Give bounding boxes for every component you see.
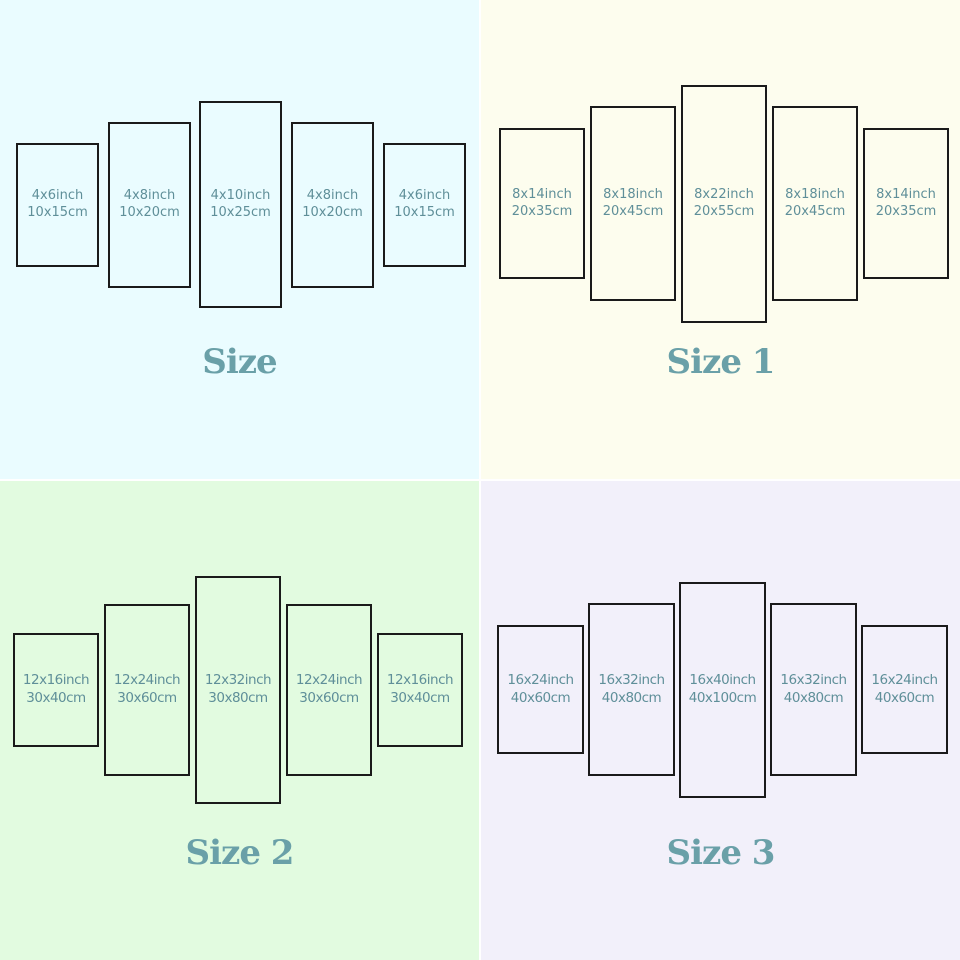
size-title: Size 3 xyxy=(666,833,776,873)
size-title: Size 2 xyxy=(185,833,295,873)
canvas-panel: 12x24inch 30x60cm xyxy=(286,604,372,776)
canvas-panel: 8x14inch 20x35cm xyxy=(863,128,949,279)
panel-size-inch: 12x16inch xyxy=(386,672,454,689)
size-title: Size xyxy=(202,342,277,382)
panel-size-cm: 10x15cm xyxy=(27,205,88,220)
panel-size-cm: 10x20cm xyxy=(119,205,180,220)
canvas-panel: 4x6inch 10x15cm xyxy=(16,143,99,267)
canvas-panel: 8x14inch 20x35cm xyxy=(499,128,585,279)
canvas-panel: 16x32inch 40x80cm xyxy=(770,603,857,776)
canvas-panel: 12x16inch 30x40cm xyxy=(377,633,463,747)
panel-size-cm: 40x60cm xyxy=(874,689,935,706)
panel-size-cm: 20x45cm xyxy=(602,203,664,219)
panel-size-inch: 16x40inch xyxy=(689,672,756,689)
canvas-panel: 12x24inch 30x60cm xyxy=(104,604,190,776)
canvas-panel: 4x6inch 10x15cm xyxy=(383,143,466,267)
canvas-panel: 8x18inch 20x45cm xyxy=(590,106,676,301)
size-option-quadrant: 4x6inch 10x15cm 4x8inch 10x20cm 4x10inch… xyxy=(0,0,479,479)
panel-size-inch: 16x24inch xyxy=(507,671,574,688)
panel-size-cm: 20x45cm xyxy=(784,203,846,219)
panel-size-inch: 4x8inch xyxy=(123,188,176,204)
panel-size-cm: 40x60cm xyxy=(510,689,571,706)
panel-size-inch: 12x16inch xyxy=(22,672,90,689)
size-title: Size 1 xyxy=(666,342,776,382)
panel-size-inch: 12x32inch xyxy=(204,672,272,689)
canvas-panel: 16x24inch 40x60cm xyxy=(497,625,584,754)
canvas-panel: 4x10inch 10x25cm xyxy=(199,101,282,308)
canvas-panel: 8x22inch 20x55cm xyxy=(681,85,767,323)
size-option-quadrant: 12x16inch 30x40cm 12x24inch 30x60cm 12x3… xyxy=(0,481,479,960)
panel-size-inch: 16x32inch xyxy=(598,671,665,688)
panel-size-cm: 30x60cm xyxy=(117,690,177,706)
panel-size-inch: 4x6inch xyxy=(31,188,84,204)
canvas-panel: 12x16inch 30x40cm xyxy=(13,633,99,747)
canvas-panel: 8x18inch 20x45cm xyxy=(772,106,858,301)
panel-size-cm: 40x100cm xyxy=(688,690,757,706)
canvas-panel: 4x8inch 10x20cm xyxy=(291,122,374,288)
panel-size-inch: 16x32inch xyxy=(780,671,847,688)
size-option-quadrant: 16x24inch 40x60cm 16x32inch 40x80cm 16x4… xyxy=(481,481,960,960)
panel-size-inch: 12x24inch xyxy=(295,672,363,689)
panel-size-cm: 30x40cm xyxy=(390,690,450,706)
panel-size-cm: 30x60cm xyxy=(299,690,359,706)
size-option-quadrant: 8x14inch 20x35cm 8x18inch 20x45cm 8x22in… xyxy=(481,0,960,479)
panel-size-inch: 4x6inch xyxy=(398,188,451,204)
panel-size-cm: 30x80cm xyxy=(208,690,268,706)
panel-size-cm: 10x20cm xyxy=(302,205,363,220)
panel-size-inch: 4x8inch xyxy=(306,188,359,204)
canvas-panel: 16x32inch 40x80cm xyxy=(588,603,675,776)
panel-size-cm: 40x80cm xyxy=(783,689,844,706)
canvas-panel: 4x8inch 10x20cm xyxy=(108,122,191,288)
panel-size-inch: 8x18inch xyxy=(603,186,663,202)
panel-size-inch: 4x10inch xyxy=(210,187,271,203)
panel-size-inch: 8x14inch xyxy=(512,186,572,202)
canvas-panel: 16x40inch 40x100cm xyxy=(679,582,766,798)
panel-size-cm: 20x35cm xyxy=(875,203,937,219)
panel-size-cm: 40x80cm xyxy=(601,689,662,706)
panel-size-inch: 8x14inch xyxy=(876,186,936,202)
panel-size-inch: 8x18inch xyxy=(785,186,845,202)
panel-size-cm: 10x15cm xyxy=(394,205,455,220)
panel-size-cm: 20x55cm xyxy=(693,204,755,219)
canvas-panel: 16x24inch 40x60cm xyxy=(861,625,948,754)
canvas-panel: 12x32inch 30x80cm xyxy=(195,576,281,804)
panel-size-cm: 30x40cm xyxy=(26,690,86,706)
panel-size-inch: 8x22inch xyxy=(694,187,754,203)
panel-size-cm: 10x25cm xyxy=(210,204,271,220)
panel-size-inch: 16x24inch xyxy=(871,671,938,688)
panel-size-inch: 12x24inch xyxy=(113,672,181,689)
panel-size-cm: 20x35cm xyxy=(511,203,573,219)
